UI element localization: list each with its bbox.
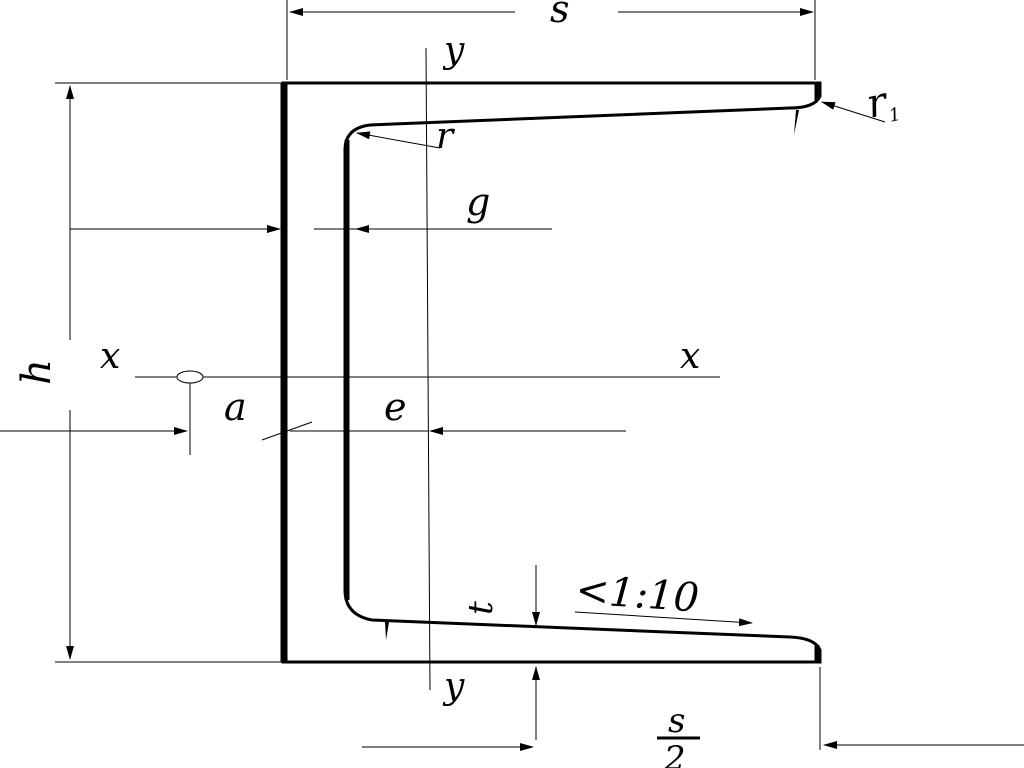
dimension-a-e — [0, 421, 626, 441]
label-y-top: y — [442, 30, 465, 71]
dimension-h — [55, 82, 283, 663]
label-t: t — [461, 601, 501, 615]
label-y-bottom: y — [442, 666, 465, 707]
label-g: g — [466, 180, 490, 224]
label-half-s-numerator: s — [668, 701, 685, 741]
channel-profile — [280, 81, 822, 664]
y-axis — [425, 47, 431, 691]
r1-leader — [821, 101, 886, 123]
dimension-half-s — [362, 667, 1024, 751]
label-r1: r1 — [863, 76, 903, 130]
label-x-left: x — [100, 336, 120, 377]
label-a: a — [224, 385, 247, 429]
slope-leader — [574, 611, 753, 627]
label-h: h — [14, 359, 60, 385]
label-s: s — [550, 0, 570, 31]
label-slope: <1:10 — [574, 567, 700, 621]
r-leader — [356, 131, 441, 149]
label-half-s-denominator: 2 — [663, 739, 686, 768]
dimension-s — [286, 0, 816, 80]
x-axis — [135, 370, 720, 455]
label-x-right: x — [680, 336, 700, 377]
label-r: r — [436, 116, 455, 157]
label-e: e — [384, 385, 407, 429]
